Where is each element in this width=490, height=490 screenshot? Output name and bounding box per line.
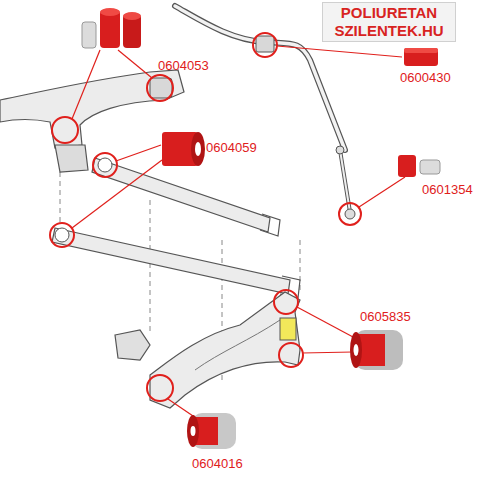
leader-line (118, 50, 152, 78)
pu-bushing-top (100, 8, 120, 16)
leader-line (72, 160, 162, 228)
metal-shell (355, 330, 403, 370)
pu-bushing-top (123, 12, 141, 20)
assembly-line (60, 172, 61, 225)
leader-line (277, 46, 402, 57)
upper-link (92, 158, 270, 232)
leader-line (168, 399, 196, 418)
highlight-ring (274, 290, 298, 314)
sway-bar (175, 6, 345, 150)
subframe-arm (0, 70, 184, 148)
arm-bushing (280, 318, 296, 340)
callout-number: 0601354 (422, 182, 473, 197)
highlight-ring (339, 203, 361, 225)
pu-bushing-bore (191, 426, 196, 436)
metal-sleeve (82, 22, 96, 48)
highlight-ring (93, 153, 117, 177)
arm-rib (195, 320, 280, 370)
pu-bushing (404, 48, 438, 66)
highlight-ring (253, 33, 277, 57)
body-mount (115, 330, 150, 360)
pu-bushing-bore (354, 344, 359, 356)
pu-bushing-bore (195, 142, 201, 156)
leader-line (72, 50, 100, 119)
pu-bushing (398, 155, 416, 177)
link-ball (345, 209, 355, 219)
leader-lines (72, 46, 405, 418)
leader-line (297, 307, 353, 337)
leader-line (116, 145, 161, 161)
pu-bushing-end (187, 415, 199, 447)
watermark: POLIURETAN SZILENTEK.HU (322, 2, 456, 42)
pu-bushing-top (404, 48, 438, 53)
link-ball (336, 146, 344, 154)
leader-line (359, 177, 405, 207)
bushing-pictures (82, 8, 440, 449)
callout-number: 0600430 (400, 70, 451, 85)
leader-line (302, 352, 353, 353)
link-eye (98, 158, 112, 172)
link-eye (55, 228, 69, 242)
link-fork (260, 214, 280, 236)
pu-bushing-end (191, 132, 205, 166)
highlight-rings (50, 33, 361, 401)
pu-bushing-end (350, 332, 362, 368)
highlight-ring (147, 375, 173, 401)
callout-number: 0604053 (158, 58, 209, 73)
highlight-ring (50, 223, 74, 247)
callout-number: 0604016 (192, 456, 243, 471)
metal-sleeve (420, 160, 440, 174)
lower-link (52, 228, 290, 294)
arm-mount (150, 78, 172, 98)
highlight-ring (52, 117, 78, 143)
callout-number: 0605835 (360, 309, 411, 324)
callout-number: 0604059 (206, 140, 257, 155)
highlight-ring (147, 75, 173, 101)
assembly-line (150, 200, 151, 335)
sway-bar-fill (175, 6, 345, 150)
sway-bar-clamp (256, 36, 274, 52)
highlight-ring (279, 343, 303, 367)
subframe-bracket (55, 145, 88, 172)
